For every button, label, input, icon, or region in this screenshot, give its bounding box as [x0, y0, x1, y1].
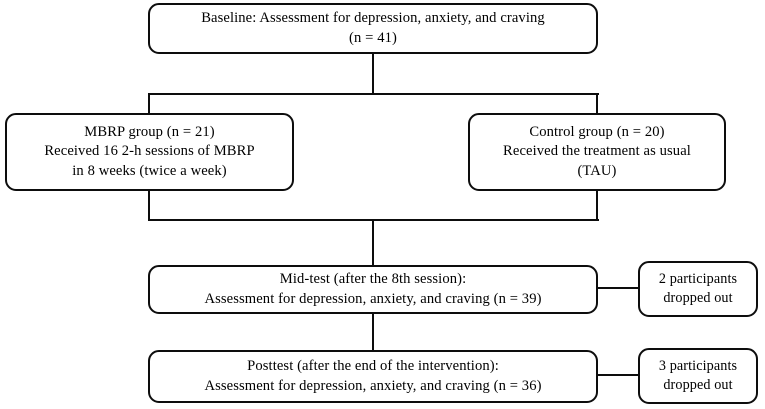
- node-control-group-line-2: Received the treatment as usual: [503, 143, 691, 160]
- connector-posttest-to-dropout: [596, 374, 640, 377]
- node-dropout-mid-test: 2 participants dropped out: [638, 261, 758, 317]
- node-control-group: Control group (n = 20) Received the trea…: [468, 113, 726, 191]
- connector-merge-to-mid-test: [372, 219, 375, 267]
- connector-split-to-mbrp: [148, 93, 151, 115]
- connector-mbrp-to-merge: [148, 189, 151, 221]
- node-dropout-posttest-line-1: 3 participants: [658, 358, 738, 375]
- node-mbrp-group-line-1: MBRP group (n = 21): [84, 123, 215, 140]
- connector-split-bar: [148, 93, 599, 96]
- node-mbrp-group: MBRP group (n = 21) Received 16 2-h sess…: [5, 113, 294, 191]
- node-mbrp-group-line-3: in 8 weeks (twice a week): [72, 162, 227, 179]
- connector-split-to-control: [596, 93, 599, 115]
- connector-mid-test-to-posttest: [372, 312, 375, 352]
- node-baseline-line-1: Baseline: Assessment for depression, anx…: [201, 10, 545, 27]
- node-mid-test-line-2: Assessment for depression, anxiety, and …: [204, 290, 542, 307]
- node-posttest: Posttest (after the end of the intervent…: [148, 350, 598, 403]
- connector-mid-test-to-dropout: [596, 287, 640, 290]
- node-baseline: Baseline: Assessment for depression, anx…: [148, 3, 598, 54]
- connector-control-to-merge: [596, 189, 599, 221]
- node-posttest-line-2: Assessment for depression, anxiety, and …: [204, 377, 542, 394]
- node-dropout-posttest: 3 participants dropped out: [638, 348, 758, 404]
- connector-baseline-to-split: [372, 53, 375, 95]
- node-dropout-posttest-line-2: dropped out: [663, 377, 733, 393]
- node-posttest-line-1: Posttest (after the end of the intervent…: [247, 358, 499, 375]
- node-mid-test-line-1: Mid-test (after the 8th session):: [279, 271, 467, 288]
- node-dropout-mid-test-line-1: 2 participants: [658, 271, 738, 288]
- node-mid-test: Mid-test (after the 8th session): Assess…: [148, 265, 598, 314]
- node-baseline-line-2: (n = 41): [349, 29, 397, 46]
- node-dropout-mid-test-line-2: dropped out: [663, 290, 733, 306]
- node-control-group-line-1: Control group (n = 20): [529, 123, 665, 140]
- node-control-group-line-3: (TAU): [577, 162, 617, 179]
- node-mbrp-group-line-2: Received 16 2-h sessions of MBRP: [44, 143, 255, 160]
